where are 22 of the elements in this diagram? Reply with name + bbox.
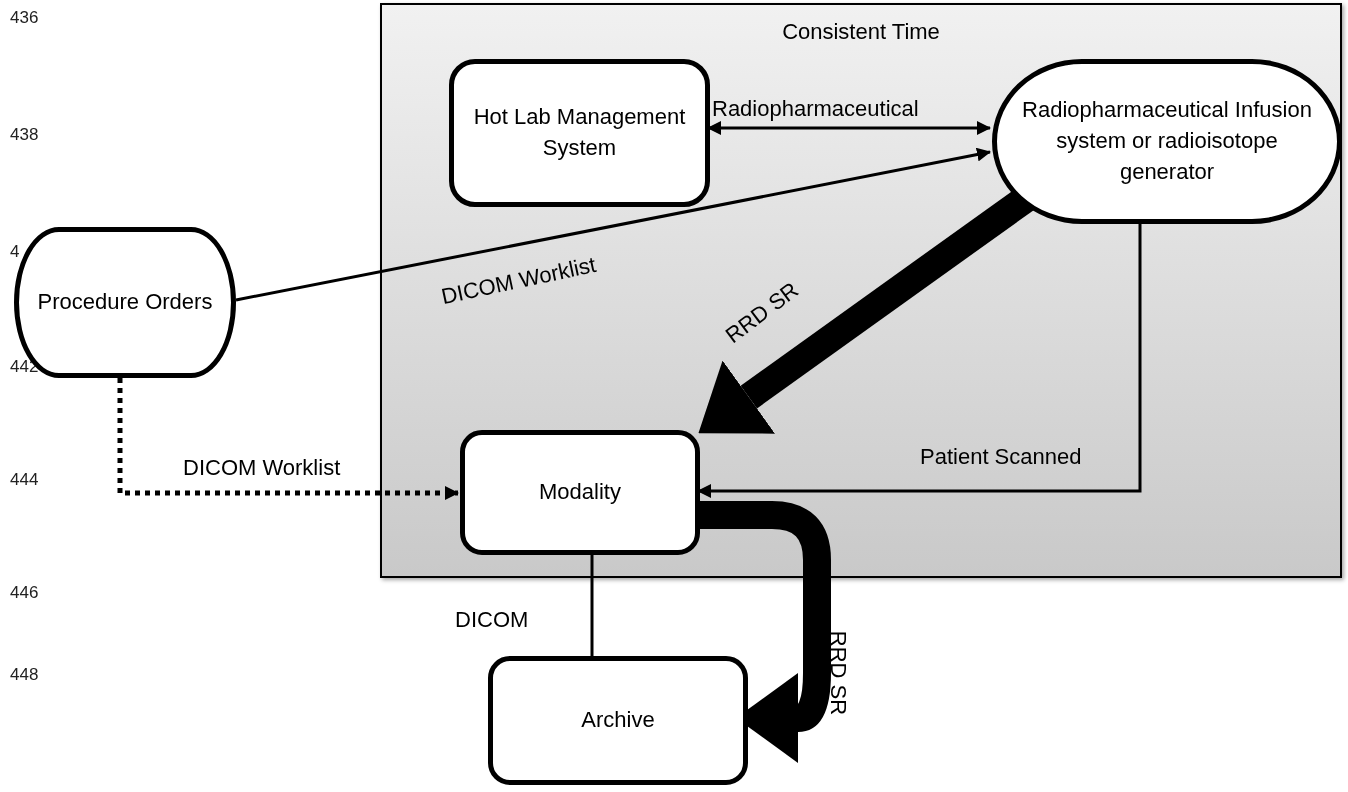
process-box: Hot Lab Management System <box>449 59 710 207</box>
edge-label: DICOM <box>455 607 529 633</box>
edge-label: DICOM Worklist <box>183 455 341 481</box>
process-box: Modality <box>460 430 700 555</box>
line-number: 444 <box>10 470 39 490</box>
arrow <box>117 378 459 500</box>
process-box: Archive <box>488 656 748 785</box>
arrow <box>697 222 1142 498</box>
edge-label: RRD SR <box>825 630 852 716</box>
line-number: 438 <box>10 125 39 145</box>
edge-label: Radiopharmaceutical <box>712 96 919 122</box>
edge-label: RRD SR <box>720 277 804 349</box>
line-number: 448 <box>10 665 39 685</box>
edge-label: DICOM Worklist <box>439 251 599 311</box>
edge-label: Patient Scanned <box>920 444 1082 470</box>
line-number: 446 <box>10 583 39 603</box>
stadium-box: Radiopharmaceutical Infusion system or radioisotope generator <box>992 59 1342 224</box>
group-panel <box>380 3 1342 578</box>
arrow <box>707 121 991 135</box>
panel-title: Consistent Time <box>781 18 941 46</box>
arrow <box>235 147 991 302</box>
line-number: 436 <box>10 8 39 28</box>
